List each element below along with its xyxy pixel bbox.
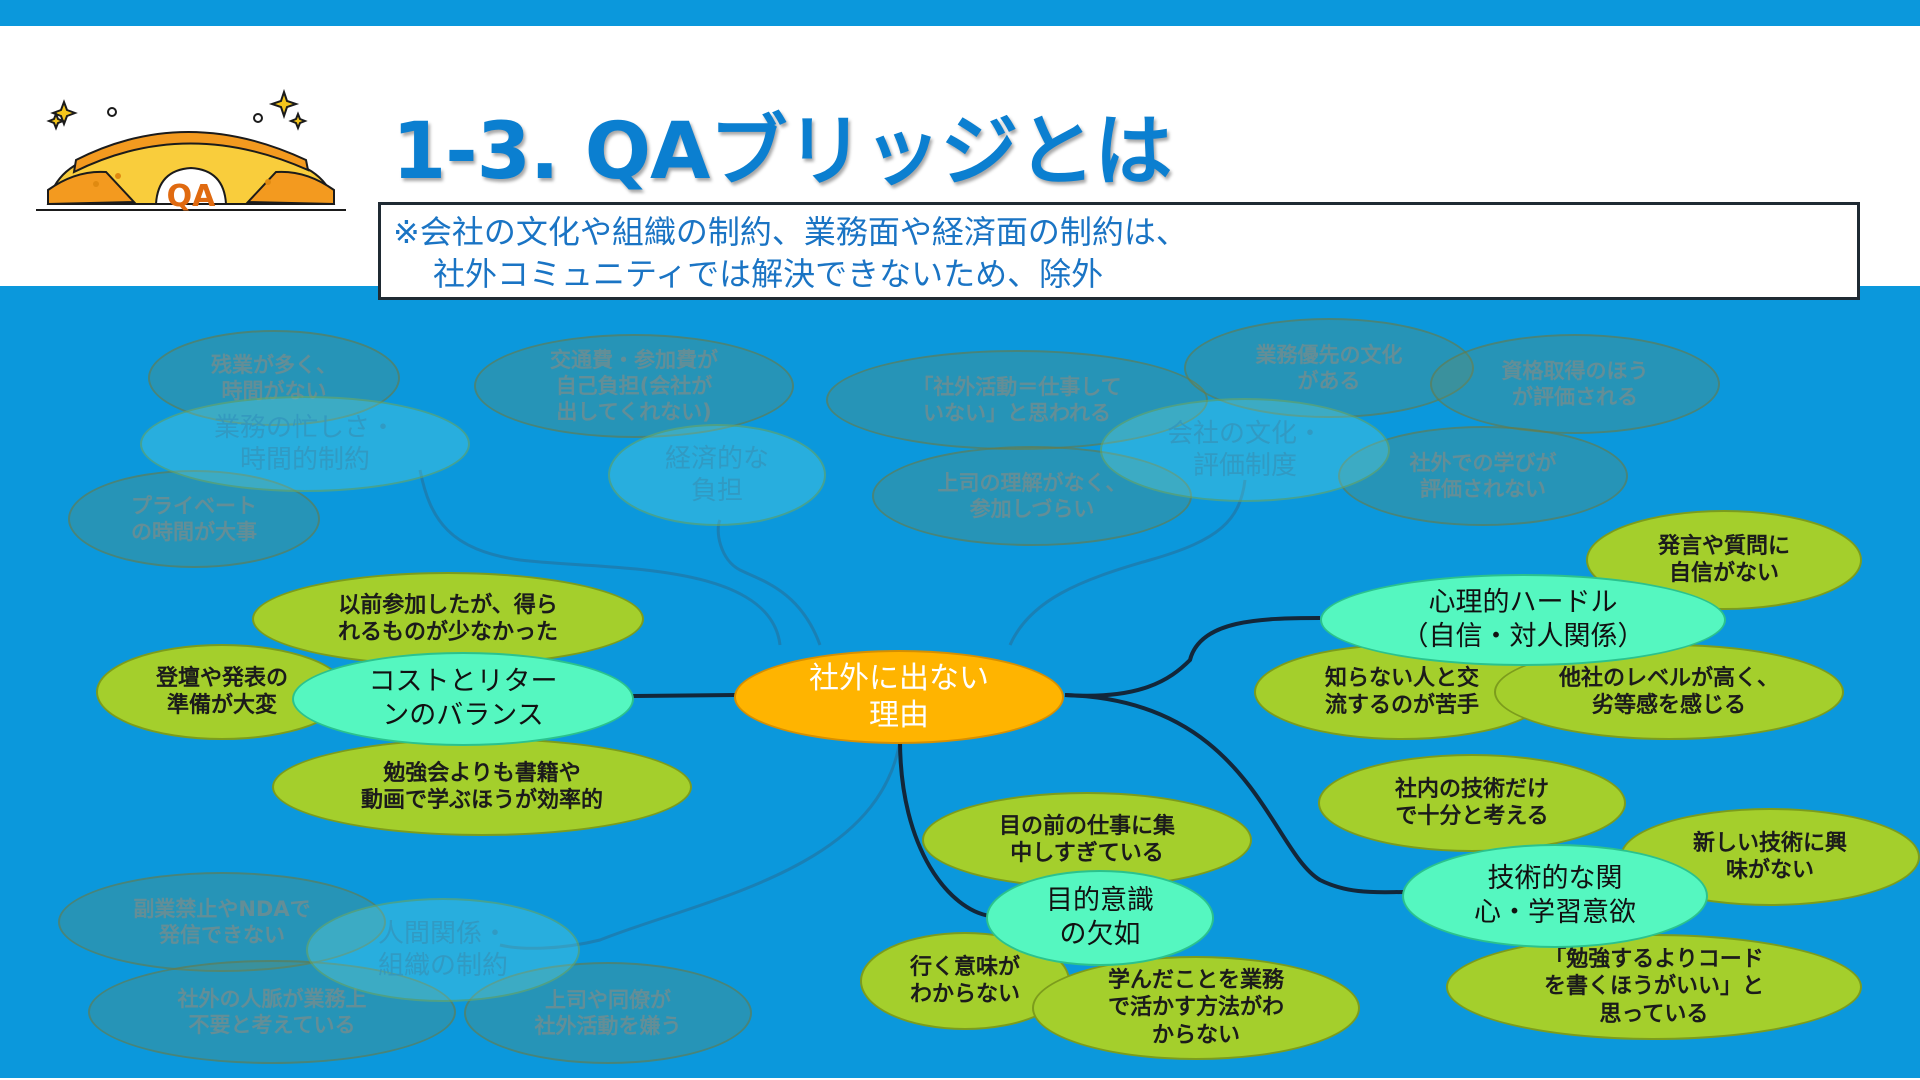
connector-psych bbox=[1064, 616, 1321, 698]
excluded-branch-culture: 会社の文化・ 評価制度 bbox=[1100, 398, 1390, 502]
qa-bridge-logo: QA bbox=[36, 88, 346, 214]
excluded-leaf-culture-1: 「社外活動＝仕事して いない」と思われる bbox=[826, 350, 1208, 450]
note-line-2: 社外コミュニティでは解決できないため、除外 bbox=[433, 255, 1104, 293]
excluded-branch-econ: 経済的な 負担 bbox=[608, 424, 826, 526]
branch-tech: 技術的な関 心・学習意欲 bbox=[1402, 844, 1708, 948]
leaf-tech-1: 社内の技術だけ で十分と考える bbox=[1318, 754, 1626, 852]
leaf-psych-1: 発言や質問に 自信がない bbox=[1586, 510, 1862, 610]
branch-purpose: 目的意識 の欠如 bbox=[986, 870, 1214, 966]
excluded-branch-busy: 業務の忙しさ・ 時間的制約 bbox=[140, 396, 470, 492]
connector-cost bbox=[629, 693, 736, 698]
leaf-cost-3: 勉強会よりも書籍や 動画で学ぶほうが効率的 bbox=[272, 738, 692, 836]
connector-purpose bbox=[898, 739, 991, 918]
leaf-purpose-3: 学んだことを業務 で活かす方法がわ からない bbox=[1032, 956, 1360, 1060]
excluded-leaf-culture-4: 資格取得のほう が評価される bbox=[1430, 334, 1720, 434]
note-box: ※会社の文化や組織の制約、業務面や経済面の制約は、 社外コミュニティでは解決でき… bbox=[378, 202, 1860, 300]
top-accent-bar bbox=[0, 0, 1920, 26]
branch-psych: 心理的ハードル （自信・対人関係） bbox=[1320, 574, 1726, 666]
logo-text: QA bbox=[167, 179, 217, 214]
leaf-cost-1: 以前参加したが、得ら れるものが少なかった bbox=[252, 572, 644, 666]
center-node: 社外に出ない 理由 bbox=[734, 650, 1064, 744]
connector-culture bbox=[1008, 479, 1247, 646]
leaf-tech-2: 新しい技術に興 味がない bbox=[1620, 808, 1920, 906]
bottom-accent-bar bbox=[0, 1078, 1920, 1080]
connector-econ bbox=[716, 519, 822, 646]
leaf-tech-3: 「勉強するよりコード を書くほうがいい」と 思っている bbox=[1446, 934, 1862, 1040]
excluded-leaf-org-3: 上司や同僚が 社外活動を嫌う bbox=[464, 962, 752, 1064]
connector-busy bbox=[418, 469, 782, 646]
connector-tech bbox=[1064, 693, 1406, 895]
excluded-leaf-org-2: 社外の人脈が業務上 不要と考えている bbox=[88, 960, 456, 1064]
note-line-1: ※会社の文化や組織の制約、業務面や経済面の制約は、 bbox=[393, 213, 1188, 251]
page-title: 1-3. QAブリッジとは bbox=[392, 107, 1172, 197]
excluded-leaf-econ-1: 交通費・参加費が 自己負担(会社が 出してくれない) bbox=[474, 334, 794, 438]
branch-cost: コストとリター ンのバランス bbox=[292, 652, 634, 746]
excluded-branch-org: 人間関係・ 組織の制約 bbox=[306, 898, 580, 1002]
